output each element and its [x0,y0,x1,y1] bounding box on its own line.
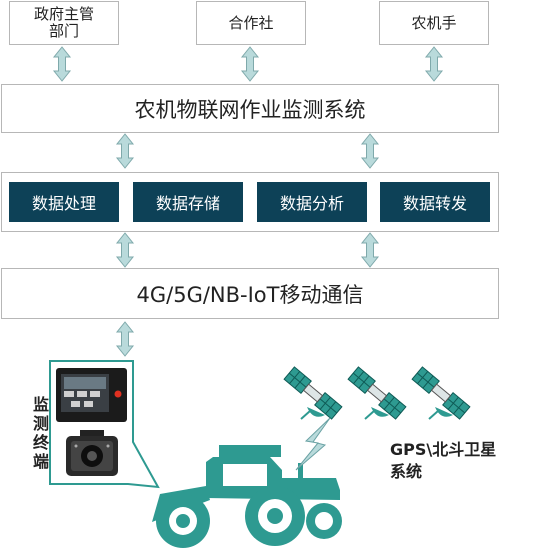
module-label: 数据存储 [155,194,220,213]
arrow-processing-comm-left [116,232,134,268]
satellite-icon-2 [347,365,407,421]
platform-title: 农机物联网作业监测系统 [134,97,366,122]
cooperative-label: 合作社 [228,13,274,32]
cooperative-node: 合作社 [196,1,306,45]
arrow-comm-terminal [116,321,134,357]
module-data-storage: 数据存储 [133,182,243,222]
satellite-label-line2: 系统 [390,462,423,481]
module-data-analysis: 数据分析 [257,182,367,222]
module-data-forwarding: 数据转发 [380,182,490,222]
gov-label-line2: 部门 [48,22,79,40]
terminal-label-char: 测 [32,414,49,433]
arrow-gov-platform [53,46,71,82]
signal-bolt-icon [295,417,331,471]
arrow-coop-platform [241,46,259,82]
platform-box: 农机物联网作业监测系统 [1,84,499,133]
camera-icon [66,430,118,476]
gov-label-line1: 政府主管 [33,5,94,23]
module-label: 数据分析 [279,194,344,213]
satellite-icon-3 [411,365,471,421]
terminal-label: 监 测 终 端 [31,395,51,471]
terminal-label-char: 监 [32,395,49,414]
gov-department-node: 政府主管 部门 [9,1,119,45]
monitor-device-icon [56,368,127,422]
tractor-icon [152,445,342,548]
satellite-system-label: GPS\北斗卫星 系统 [390,439,496,483]
machine-operator-node: 农机手 [379,1,489,45]
terminal-label-char: 端 [32,452,49,471]
arrow-platform-processing-right [361,133,379,169]
satellite-icon-1 [283,365,343,421]
module-label: 数据处理 [31,194,96,213]
satellite-label-line1: GPS\北斗卫星 [390,440,497,459]
module-data-processing: 数据处理 [9,182,119,222]
processing-panel: 数据处理 数据存储 数据分析 数据转发 [1,172,499,232]
arrow-processing-comm-right [361,232,379,268]
arrow-platform-processing-left [116,133,134,169]
comm-title: 4G/5G/NB-IoT移动通信 [136,282,364,307]
operator-label: 农机手 [411,13,457,32]
terminal-label-char: 终 [32,433,49,452]
mobile-comm-box: 4G/5G/NB-IoT移动通信 [1,268,499,319]
module-label: 数据转发 [402,194,467,213]
arrow-operator-platform [425,46,443,82]
